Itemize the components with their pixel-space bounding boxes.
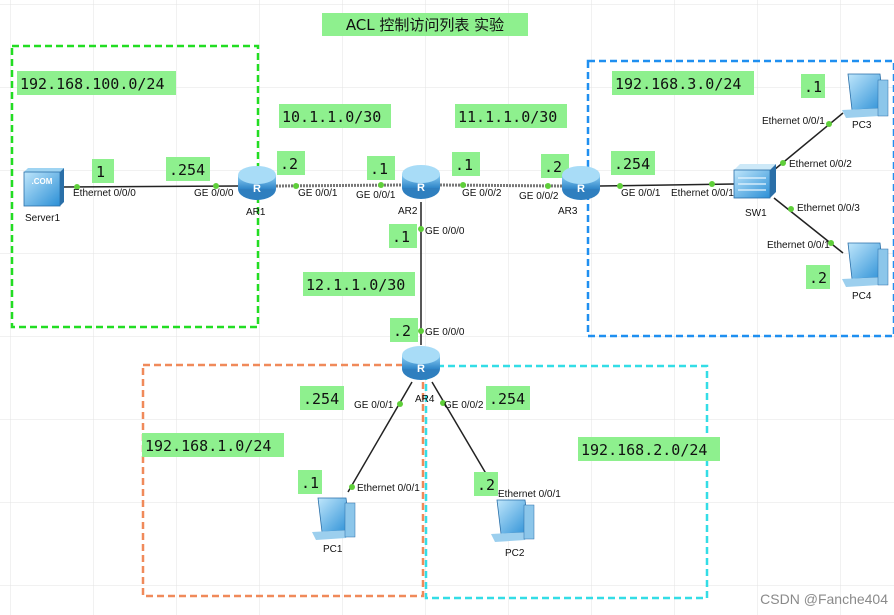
device-ar4[interactable]: R AR4 [402,346,440,405]
label-pc2: PC2 [505,548,525,559]
ip-pc3: .1 [804,78,822,96]
ip-server1: 1 [96,163,105,181]
net-pc3-label: 192.168.3.0/24 [615,75,741,93]
label-pc4: PC4 [852,291,872,302]
ip-ar4-g002: .254 [489,390,525,408]
port-pc4-eth: Ethernet 0/0/1 [767,240,830,251]
ip-ar2-g001: .1 [370,160,388,178]
ip-pc4: .2 [809,269,827,287]
port-pc1-eth: Ethernet 0/0/1 [357,483,420,494]
label-pc1: PC1 [323,544,343,555]
label-pc3: PC3 [852,120,872,131]
ip-ar2-g002: .1 [455,156,473,174]
link-ar4-pc1[interactable] [347,381,413,493]
port-sw1-eth002: Ethernet 0/0/2 [789,159,852,170]
label-ar4: AR4 [415,394,435,405]
device-pc1[interactable]: PC1 [312,497,356,555]
svg-text:R: R [577,183,585,195]
device-ar1[interactable]: R AR1 [238,166,276,218]
port-ar1-ge001: GE 0/0/1 [298,188,338,199]
ip-ar1-g001: .2 [280,155,298,173]
ip-ar1-g000: .254 [169,161,205,179]
ip-ar4-g000: .2 [393,322,411,340]
device-pc4[interactable]: PC4 [842,242,889,302]
page-title: ACL 控制访问列表 实验 [346,16,504,34]
port-labels: Ethernet 0/0/0 GE 0/0/0 GE 0/0/1 GE 0/0/… [73,116,860,500]
port-server1-eth: Ethernet 0/0/0 [73,188,136,199]
zone-pc2-net [424,364,709,600]
port-ar2-ge000: GE 0/0/0 [425,226,465,237]
net-ar2-ar4-label: 12.1.1.0/30 [306,276,405,294]
port-ar1-ge000: GE 0/0/0 [194,188,234,199]
ip-ar4-g001: .254 [303,390,339,408]
router-icon [402,346,440,364]
device-pc3[interactable]: PC3 [842,73,889,131]
ip-pc2: .2 [477,476,495,494]
device-server1[interactable]: .COM Server1 [23,168,64,224]
net-ar2-ar3-label: 11.1.1.0/30 [458,108,557,126]
label-server1: Server1 [25,213,60,224]
port-pc2-eth: Ethernet 0/0/1 [498,489,561,500]
port-ar3-ge002: GE 0/0/2 [519,191,559,202]
label-ar3: AR3 [558,206,578,217]
server-icon [24,168,64,172]
svg-text:R: R [253,183,261,195]
svg-text:R: R [417,363,425,375]
label-ar1: AR1 [246,207,266,218]
label-ar2: AR2 [398,206,418,217]
port-sw1-eth001: Ethernet 0/0/1 [671,188,734,199]
router-icon [562,166,600,184]
device-ar2[interactable]: R AR2 [398,165,440,217]
port-ar2-ge002: GE 0/0/2 [462,188,502,199]
device-pc2[interactable]: PC2 [491,499,535,559]
port-dots [74,121,834,490]
label-sw1: SW1 [745,208,767,219]
ip-pc1: .1 [301,474,319,492]
zone-pc1-net [141,363,425,598]
server-badge: .COM [32,177,53,186]
router-icon [402,165,440,183]
ip-ar2-g000: .1 [392,228,410,246]
port-ar4-ge002: GE 0/0/2 [444,400,484,411]
ip-ar3-g002: .2 [544,158,562,176]
ip-labels: 1 .254 .2 .1 .1 .2 .254 .1 .2 .254 .254 … [92,74,830,496]
port-ar4-ge000: GE 0/0/0 [425,327,465,338]
port-ar2-ge001: GE 0/0/1 [356,190,396,201]
port-ar4-ge001: GE 0/0/1 [354,400,394,411]
device-sw1[interactable]: SW1 [733,164,776,219]
title-bg [322,13,528,36]
network-labels: 192.168.100.0/24 192.168.3.0/24 192.168.… [17,71,754,461]
router-icon [238,166,276,184]
port-sw1-eth003: Ethernet 0/0/3 [797,203,860,214]
net-pc1-label: 192.168.1.0/24 [145,437,271,455]
net-server-label: 192.168.100.0/24 [20,75,165,93]
device-ar3[interactable]: R AR3 [558,166,600,217]
net-ar1-ar2-label: 10.1.1.0/30 [282,108,381,126]
net-pc2-label: 192.168.2.0/24 [581,441,707,459]
svg-text:R: R [417,182,425,194]
watermark: CSDN @Fanche404 [760,591,888,607]
port-pc3-eth: Ethernet 0/0/1 [762,116,825,127]
port-ar3-ge001: GE 0/0/1 [621,188,661,199]
link-ar2-ar3[interactable] [439,183,563,188]
link-server1-ar1[interactable] [61,185,239,188]
ip-ar3-g001: .254 [614,155,650,173]
